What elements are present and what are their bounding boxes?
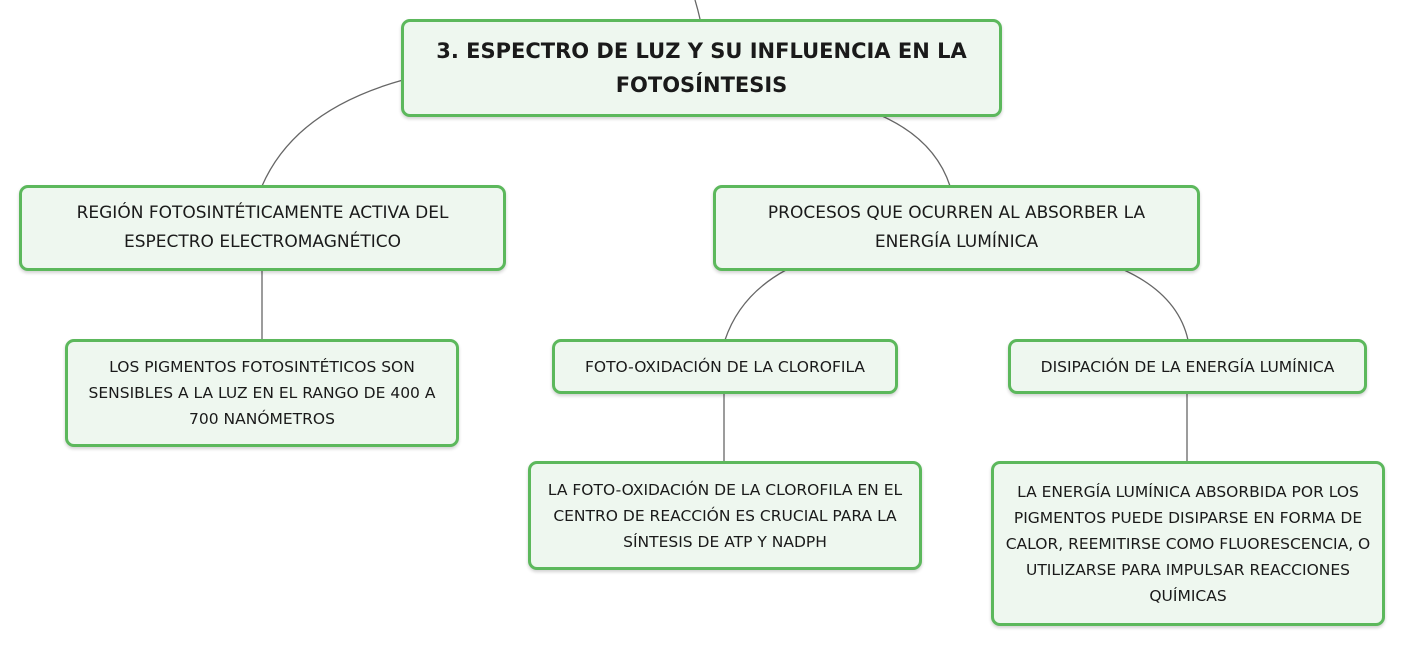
root-topic-text: 3. ESPECTRO DE LUZ Y SU INFLUENCIA EN LA… [436,39,967,97]
connector-root-to-procesos [881,115,951,187]
subtopic-node-foto-oxidacion[interactable]: FOTO-OXIDACIÓN DE LA CLOROFILA [552,339,898,394]
topic-text-procesos: PROCESOS QUE OCURREN AL ABSORBER LA ENER… [767,203,1146,252]
topic-node-procesos[interactable]: PROCESOS QUE OCURREN AL ABSORBER LA ENER… [713,185,1200,271]
connector-root-to-region [261,79,404,187]
topic-text-region: REGIÓN FOTOSINTÉTICAMENTE ACTIVA DEL ESP… [76,203,449,252]
root-topic-node[interactable]: 3. ESPECTRO DE LUZ Y SU INFLUENCIA EN LA… [401,19,1002,117]
subtopic-text-disipacion: DISIPACIÓN DE LA ENERGÍA LUMÍNICA [1040,357,1335,376]
detail-node-foto-oxidacion[interactable]: LA FOTO-OXIDACIÓN DE LA CLOROFILA EN EL … [528,461,922,570]
subtopic-node-disipacion[interactable]: DISIPACIÓN DE LA ENERGÍA LUMÍNICA [1008,339,1367,394]
topic-node-region[interactable]: REGIÓN FOTOSINTÉTICAMENTE ACTIVA DEL ESP… [19,185,506,271]
connector-procesos-to-foto [724,269,787,341]
connector-procesos-to-disip [1123,269,1189,341]
detail-node-disipacion[interactable]: LA ENERGÍA LUMÍNICA ABSORBIDA POR LOS PI… [991,461,1385,626]
subtopic-text-pigmentos: LOS PIGMENTOS FOTOSINTÉTICOS SON SENSIBL… [88,358,436,428]
subtopic-text-foto-oxidacion: FOTO-OXIDACIÓN DE LA CLOROFILA [584,357,866,376]
detail-text-foto-oxidacion: LA FOTO-OXIDACIÓN DE LA CLOROFILA EN EL … [547,480,903,551]
detail-text-disipacion: LA ENERGÍA LUMÍNICA ABSORBIDA POR LOS PI… [1005,482,1371,605]
connector-top-incoming [694,0,701,20]
subtopic-node-pigmentos[interactable]: LOS PIGMENTOS FOTOSINTÉTICOS SON SENSIBL… [65,339,459,447]
